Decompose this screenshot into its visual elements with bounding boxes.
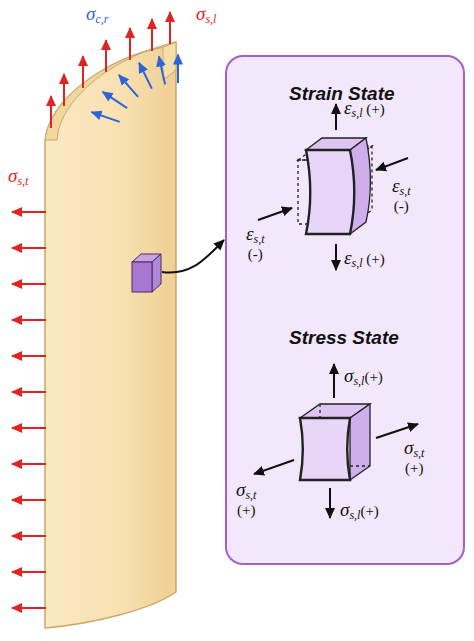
force-arrow xyxy=(12,427,46,429)
force-arrow xyxy=(12,535,46,537)
force-arrow xyxy=(12,571,46,573)
force-arrow xyxy=(12,355,46,357)
force-arrow xyxy=(12,211,46,213)
stress-strain-symbol: σs,l(+) xyxy=(340,500,379,522)
state-panel: Strain StateStress State xyxy=(225,55,465,565)
strain-arrows xyxy=(258,104,408,270)
shell-rim xyxy=(45,42,176,140)
stress-strain-symbol: σs,t (+) xyxy=(236,480,256,519)
force-arrow xyxy=(177,55,179,84)
force-arrow xyxy=(103,92,128,108)
force-arrow xyxy=(50,96,52,128)
longitudinal-stress-arrows xyxy=(51,12,170,128)
force-arrow xyxy=(119,75,138,97)
force-arrow xyxy=(12,499,46,501)
stress-strain-symbol: σs,t (+) xyxy=(404,438,424,477)
zoom-arrow xyxy=(162,240,224,273)
force-arrow xyxy=(169,12,171,44)
force-arrow xyxy=(129,28,131,60)
stress-strain-symbol: σs,l(+) xyxy=(344,366,383,388)
hoop-stress-arrows xyxy=(12,212,46,608)
force-arrow xyxy=(105,40,107,72)
stress-strain-symbol: εs,t (-) xyxy=(246,224,265,263)
panel-heading: Stress State xyxy=(289,327,399,349)
force-arrow xyxy=(12,463,46,465)
force-arrow xyxy=(63,74,65,106)
half-cylinder-shell xyxy=(45,42,176,628)
stress-strain-symbol: εs,l (+) xyxy=(344,248,385,270)
force-arrow xyxy=(82,56,84,88)
stress-strain-symbol: εs,t (-) xyxy=(392,176,411,215)
stress-strain-symbol: σs,t xyxy=(8,166,28,188)
force-arrow xyxy=(92,112,120,122)
radial-stress-arrows xyxy=(92,55,179,122)
element-cube xyxy=(132,254,161,292)
stress-strain-symbol: σc,r xyxy=(86,4,108,26)
stress-arrows xyxy=(254,364,418,518)
force-arrow xyxy=(12,247,46,249)
stress-strain-symbol: σs,l xyxy=(196,4,216,26)
stress-cube xyxy=(300,404,370,480)
shell-inner-wall xyxy=(163,42,176,80)
force-arrow xyxy=(12,607,46,609)
force-arrow xyxy=(12,283,46,285)
stress-strain-symbol: εs,l (+) xyxy=(344,98,385,120)
force-arrow xyxy=(12,319,46,321)
force-arrow xyxy=(12,391,46,393)
force-arrow xyxy=(159,57,165,85)
force-arrow xyxy=(151,19,153,51)
force-arrow xyxy=(139,63,152,89)
strain-cube xyxy=(298,138,372,234)
panel-ground xyxy=(226,56,464,564)
